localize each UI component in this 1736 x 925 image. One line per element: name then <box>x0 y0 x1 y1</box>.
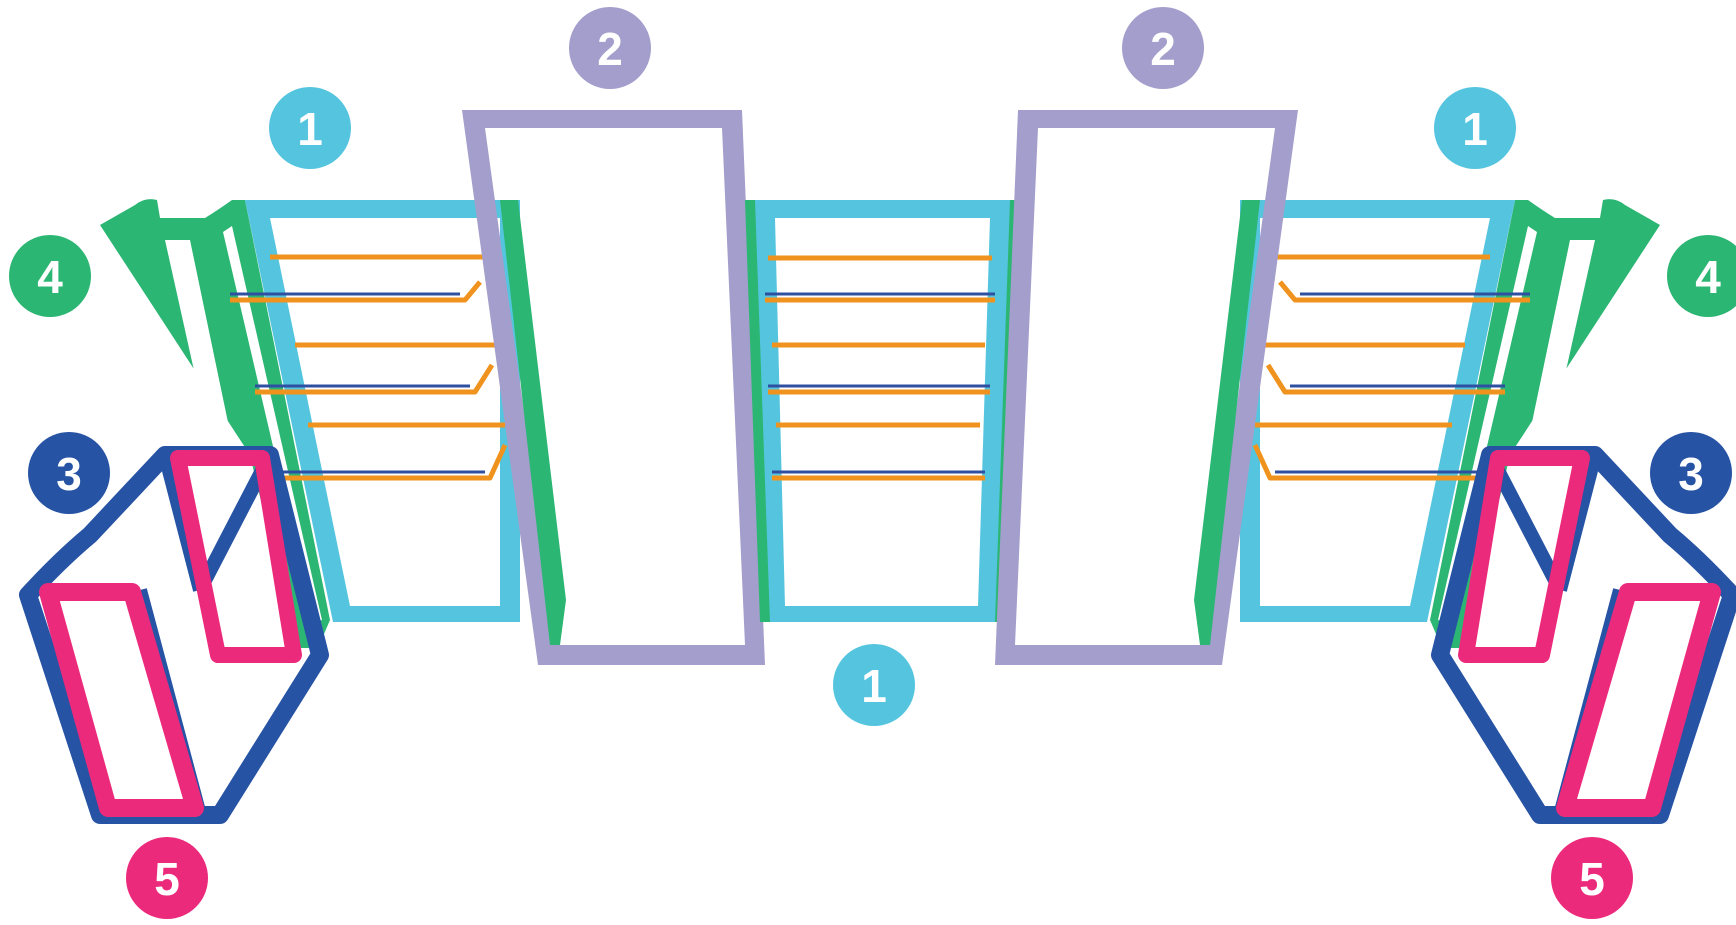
right-unit <box>995 110 1736 824</box>
callout-label: 5 <box>154 853 180 905</box>
callout-label: 4 <box>1695 251 1721 303</box>
left-drawer-front-back <box>170 450 302 663</box>
right-drawer-frame <box>1431 446 1736 824</box>
callout-drawer-frame-left: 3 <box>28 432 110 514</box>
left-shelf-3 <box>272 422 508 481</box>
callout-label: 3 <box>56 448 82 500</box>
right-cabinet-frame <box>1240 200 1515 622</box>
callout-label: 4 <box>37 251 63 303</box>
callout-drawer-frame-right: 3 <box>1650 432 1732 514</box>
right-shelf-2 <box>1265 342 1505 395</box>
callout-door-left: 2 <box>569 7 651 89</box>
left-drawer-front <box>39 583 204 817</box>
center-shelf-3 <box>772 422 985 481</box>
left-side-panel-slot-2 <box>223 226 322 622</box>
left-shelves <box>230 254 508 481</box>
left-cabinet-frame <box>245 200 520 622</box>
center-shelves <box>765 255 995 481</box>
callout-side-panel-right: 4 <box>1667 235 1736 317</box>
callout-label: 5 <box>1579 853 1605 905</box>
callout-label: 2 <box>597 23 623 75</box>
callout-label: 2 <box>1150 23 1176 75</box>
left-drawer-frame <box>19 446 329 824</box>
callout-label: 3 <box>1678 448 1704 500</box>
right-drawer-front-back <box>1458 450 1590 663</box>
callout-drawer-front-left: 5 <box>126 837 208 919</box>
left-shelf-2 <box>255 342 495 395</box>
left-shelf-1 <box>230 254 485 303</box>
left-unit <box>19 110 765 824</box>
center-shelf-1 <box>765 255 995 303</box>
callout-door-right: 2 <box>1122 7 1204 89</box>
right-shelf-1 <box>1275 254 1530 303</box>
right-shelf-3 <box>1252 422 1488 481</box>
callout-label: 1 <box>861 660 887 712</box>
callout-label: 1 <box>1462 103 1488 155</box>
callout-label: 1 <box>297 103 323 155</box>
callout-frame-left: 1 <box>269 87 351 169</box>
callout-side-panel-left: 4 <box>9 235 91 317</box>
callout-frame-right: 1 <box>1434 87 1516 169</box>
center-unit <box>745 200 1015 622</box>
left-door-gasket <box>500 200 566 645</box>
right-door-gasket <box>1194 200 1260 645</box>
callout-drawer-front-right: 5 <box>1551 837 1633 919</box>
center-cabinet-frame <box>755 200 1010 622</box>
callout-frame-center: 1 <box>833 644 915 726</box>
right-drawer-front <box>1556 583 1721 817</box>
right-side-panel-slot-2 <box>1438 226 1537 622</box>
right-shelves <box>1252 254 1530 481</box>
center-shelf-2 <box>768 342 990 395</box>
